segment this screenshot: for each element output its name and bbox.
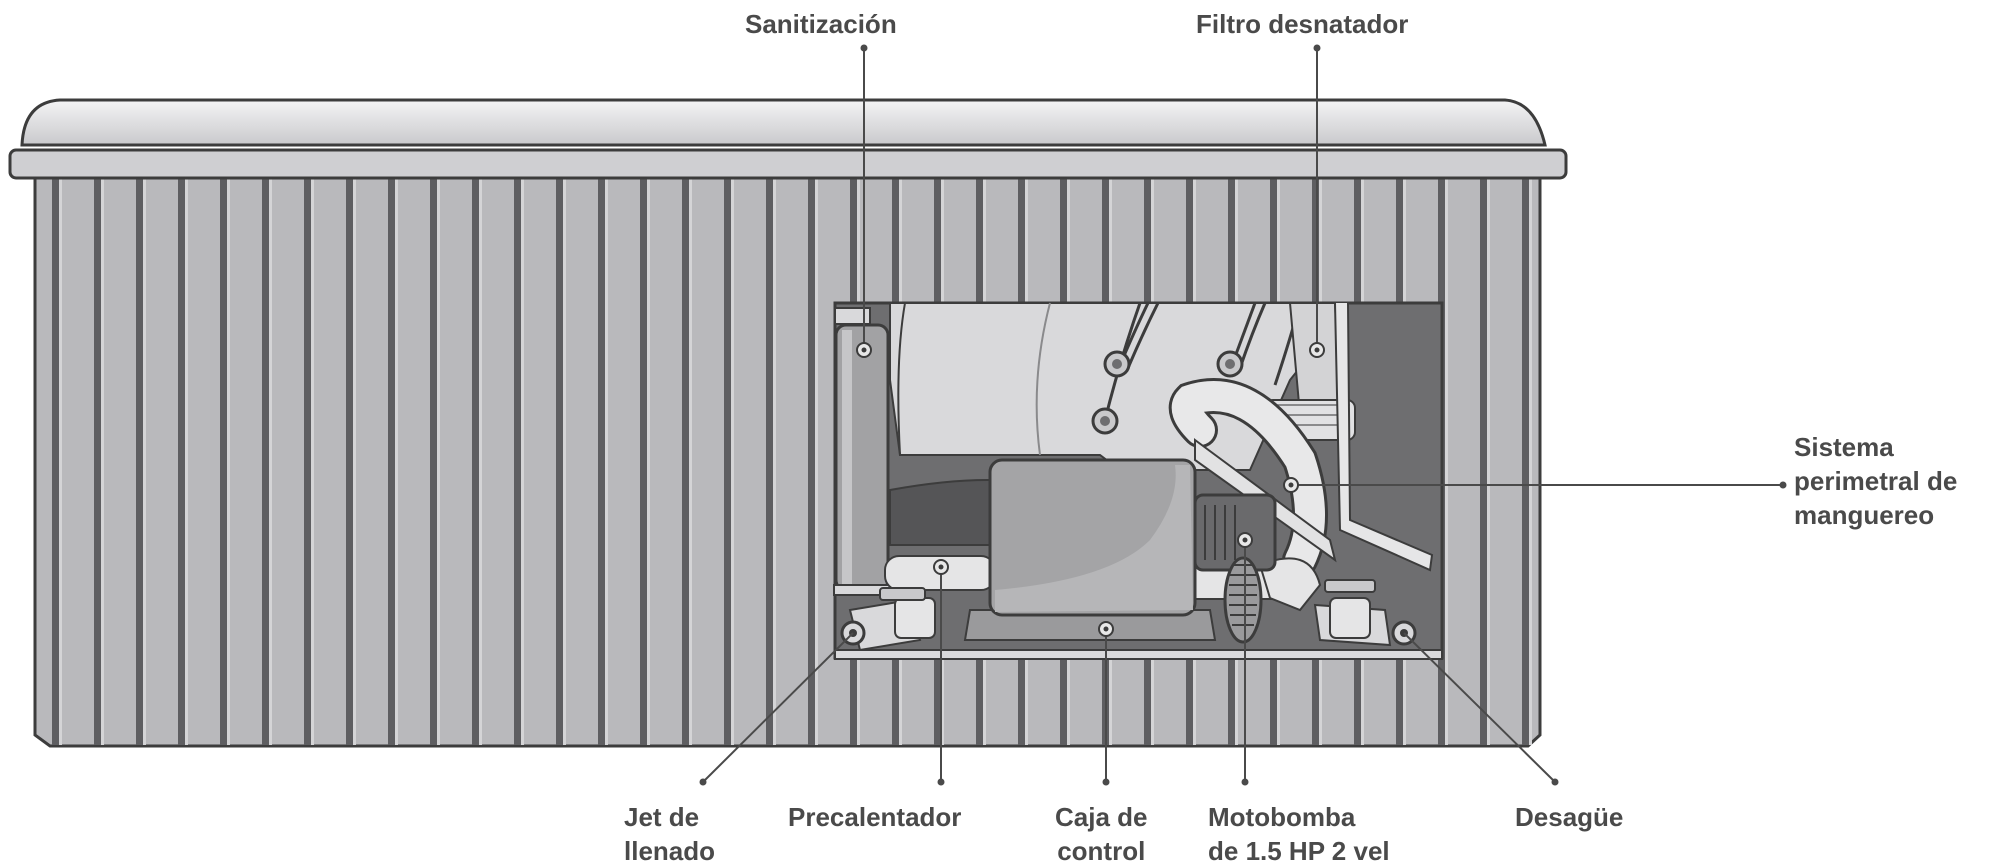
cabinet-groove	[220, 178, 227, 745]
cabinet-groove-highlight	[185, 178, 188, 745]
leader-dot-icon	[1313, 44, 1321, 52]
marker-caja-icon	[1098, 621, 1114, 637]
marker-precalentador-icon	[933, 559, 949, 575]
cabinet-groove-highlight	[143, 178, 146, 745]
leader-dots	[699, 44, 1787, 786]
leader-dot-icon	[1102, 778, 1110, 786]
cabinet-groove	[808, 178, 815, 745]
label-jet-line: Jet de	[624, 802, 700, 832]
cabinet-groove-highlight	[1445, 178, 1448, 745]
cabinet-groove-highlight	[227, 178, 230, 745]
tub-fold-line	[897, 302, 906, 456]
cabinet-groove	[640, 178, 647, 745]
cabinet-groove-highlight	[1487, 178, 1490, 745]
cabinet-groove-highlight	[353, 178, 356, 745]
cabinet-groove-highlight	[563, 178, 566, 745]
label-sistema-line: Sistema	[1794, 432, 1894, 462]
cabinet-groove	[682, 178, 689, 745]
cabinet-groove-highlight	[689, 178, 692, 745]
cabinet-groove	[430, 178, 437, 745]
cabinet-groove-highlight	[1529, 178, 1532, 745]
cabinet-groove-highlight	[815, 178, 818, 745]
label-sistema-line: manguereo	[1794, 500, 1935, 530]
leader-dot-icon	[699, 778, 707, 786]
cabinet-groove	[178, 178, 185, 745]
cabinet-groove-highlight	[605, 178, 608, 745]
cabinet-groove	[1480, 178, 1487, 745]
leader-dot-icon	[1551, 778, 1559, 786]
marker-sistema-icon	[1283, 477, 1299, 493]
control-box	[963, 458, 1217, 641]
cover-dome	[20, 98, 1547, 147]
label-desague: Desagüe	[1515, 802, 1624, 832]
perimeter-hose	[1171, 381, 1325, 575]
cabinet-groove	[262, 178, 269, 745]
label-precalentador: Precalentador	[788, 802, 962, 832]
label-motobomba-line: de 1.5 HP 2 vel	[1208, 836, 1390, 866]
label-caja-line: Caja de	[1055, 802, 1148, 832]
leader-desague	[1403, 632, 1556, 783]
spa-cover	[8, 98, 1568, 180]
cabinet-groove	[304, 178, 311, 745]
cabinet-groove	[724, 178, 731, 745]
motor-pump	[1193, 493, 1277, 644]
sanitizer-cylinder	[833, 307, 891, 596]
tub-fold-line-2	[1035, 302, 1051, 456]
component-markers	[856, 342, 1325, 637]
marker-motobomba-icon	[1237, 532, 1253, 548]
cabinet-groove	[52, 178, 59, 745]
cabinet-groove-highlight	[773, 178, 776, 745]
cabinet-groove	[346, 178, 353, 745]
cabinet-groove-highlight	[311, 178, 314, 745]
cover-lip	[8, 148, 1568, 180]
leader-dot-icon	[937, 778, 945, 786]
cabinet-groove	[388, 178, 395, 745]
leader-dot-icon	[860, 44, 868, 52]
skimmer-filter	[1264, 302, 1434, 572]
cabinet-groove-highlight	[479, 178, 482, 745]
jet-fittings	[1091, 350, 1244, 435]
cabinet-groove-highlight	[437, 178, 440, 745]
cabinet-groove	[94, 178, 101, 745]
label-sistema-line: perimetral de	[1794, 466, 1958, 496]
marker-sanitizacion-icon	[856, 342, 872, 358]
cabinet-groove	[766, 178, 773, 745]
cabinet-groove	[136, 178, 143, 745]
label-sanitizacion: Sanitización	[745, 9, 897, 39]
label-sistema-perimetral: Sistema perimetral de manguereo	[1794, 430, 1957, 532]
cabinet-groove	[556, 178, 563, 745]
label-caja-line: control	[1057, 836, 1146, 866]
cabinet-groove	[472, 178, 479, 745]
cabinet-groove	[514, 178, 521, 745]
leader-dot-icon	[1779, 481, 1787, 489]
label-motobomba-line: Motobomba	[1208, 802, 1356, 832]
cabinet-groove-highlight	[269, 178, 272, 745]
label-jet-de-llenado: Jet de llenado	[624, 800, 715, 868]
cabinet-groove-highlight	[101, 178, 104, 745]
label-filtro-desnatador: Filtro desnatador	[1196, 9, 1409, 39]
label-jet-line: llenado	[624, 836, 716, 866]
cabinet-groove-highlight	[521, 178, 524, 745]
marker-filtro-icon	[1309, 342, 1325, 358]
equipment-cavity	[833, 301, 1444, 660]
label-motobomba: Motobomba de 1.5 HP 2 vel	[1208, 800, 1390, 868]
label-caja-de-control: Caja de control	[1055, 800, 1148, 868]
leader-dot-icon	[1241, 778, 1249, 786]
cabinet-groove-highlight	[59, 178, 62, 745]
cabinet-groove-highlight	[647, 178, 650, 745]
leader-jet	[702, 632, 854, 783]
cabinet-groove	[598, 178, 605, 745]
cabinet-groove	[1522, 178, 1529, 745]
cavity-floor	[834, 649, 1443, 660]
cabinet-groove-highlight	[731, 178, 734, 745]
leader-lines	[702, 48, 1783, 783]
cabinet-groove-highlight	[395, 178, 398, 745]
